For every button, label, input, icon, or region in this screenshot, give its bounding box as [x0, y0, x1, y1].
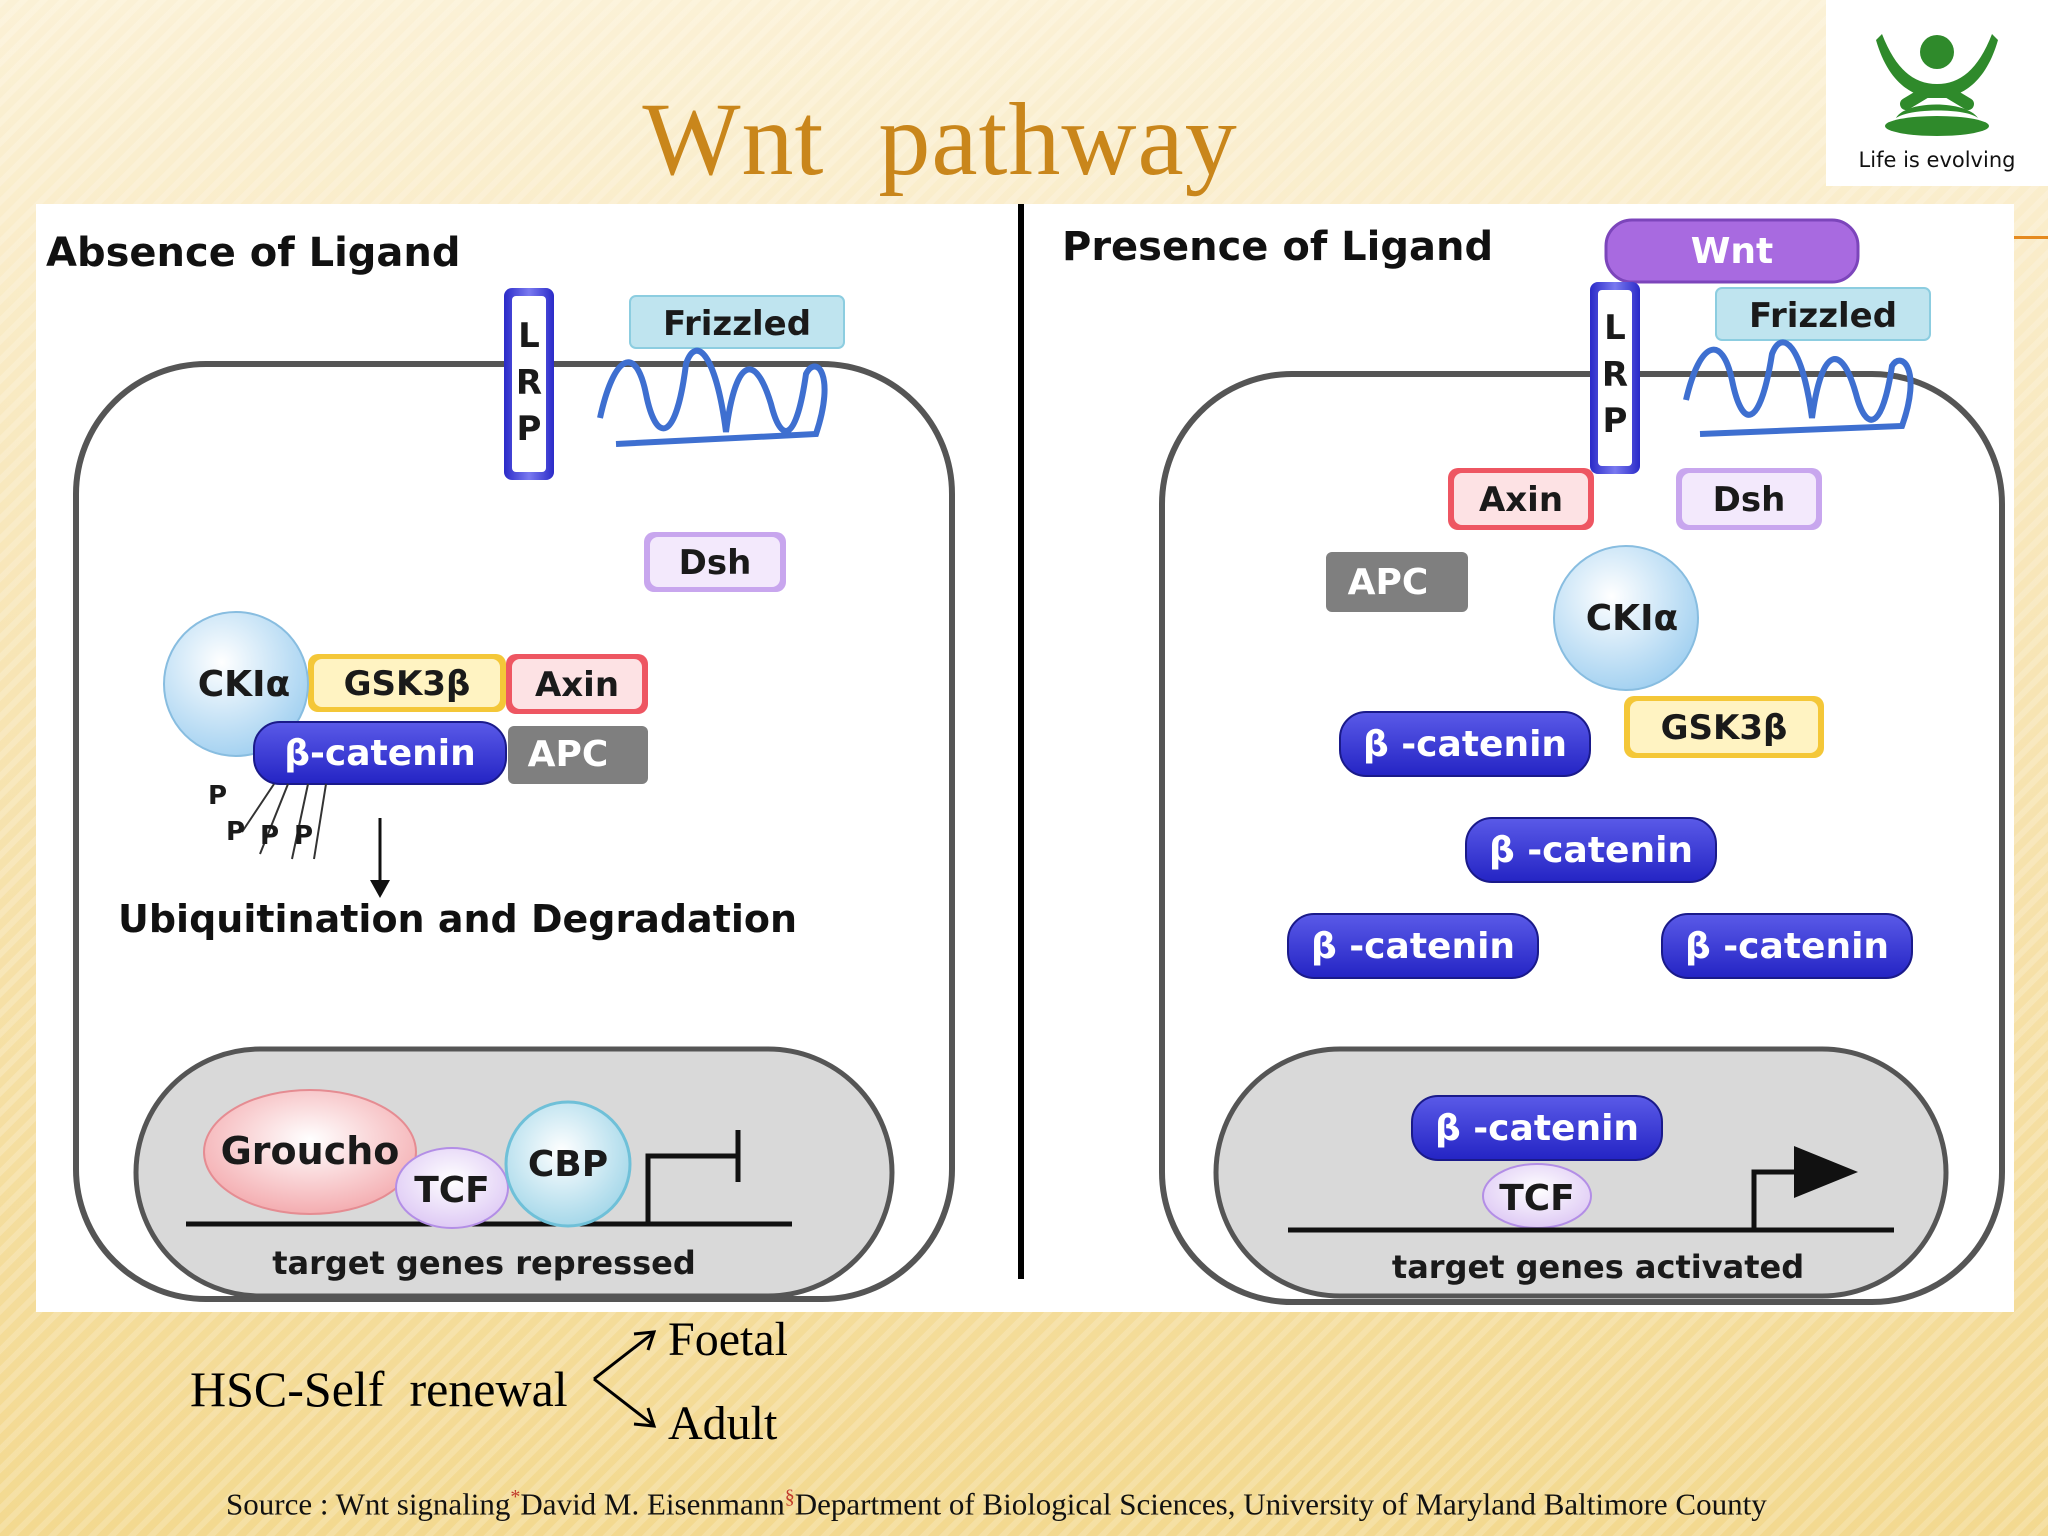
bcatenin-free-2	[1465, 817, 1717, 883]
left-apc-label: APC	[528, 734, 609, 775]
right-frizzled-label: Frizzled	[1749, 296, 1897, 336]
bcatenin-nuclear	[1411, 1095, 1663, 1161]
wnt-diagram: Absence of Ligand L R P Frizzled Dsh GSK…	[46, 204, 2005, 1305]
right-tcf-label: TCF	[1499, 1178, 1575, 1219]
right-cell-membrane	[1159, 371, 2005, 1305]
left-ck1-circle	[163, 611, 309, 757]
left-tcf-label: TCF	[414, 1170, 490, 1211]
bcatenin-free-3-label: β -catenin	[1311, 926, 1515, 967]
logo-tagline: Life is evolving	[1858, 148, 2016, 172]
left-apc-box	[508, 726, 648, 784]
source-mark-2: §	[784, 1486, 795, 1508]
left-bcatenin-label: β-catenin	[284, 733, 476, 774]
right-apc-box	[1326, 552, 1468, 612]
phosphate-3: P	[260, 821, 279, 851]
left-lrp-r: R	[516, 363, 542, 403]
wnt-ligand-label: Wnt	[1691, 231, 1774, 272]
slide-title: Wnt pathway	[642, 82, 1238, 197]
degradation-label: Ubiquitination and Degradation	[118, 897, 797, 941]
hsc-label: HSC-Self renewal	[190, 1361, 568, 1417]
right-gsk3b-label: GSK3β	[1661, 708, 1788, 748]
right-promoter	[1751, 1169, 1796, 1230]
cbp-label: CBP	[528, 1144, 608, 1185]
right-frizzled-helix	[1683, 339, 1914, 437]
left-axin-label: Axin	[535, 665, 619, 705]
bcatenin-free-4	[1661, 913, 1913, 979]
left-ck1-label: CKIα	[198, 664, 290, 705]
groucho-circle	[203, 1089, 417, 1215]
accent-line	[2014, 236, 2048, 239]
diagram-panel: Absence of Ligand L R P Frizzled Dsh GSK…	[36, 204, 2014, 1312]
wnt-ligand-box	[1604, 218, 1860, 284]
bcatenin-free-4-label: β -catenin	[1685, 926, 1889, 967]
left-dsh-label: Dsh	[679, 543, 752, 583]
right-lrp-p: P	[1603, 401, 1628, 441]
branch-foetal: Foetal	[668, 1313, 788, 1366]
left-lrp-p: P	[517, 409, 542, 449]
left-frizzled-label: Frizzled	[663, 304, 811, 344]
source-mark-1: *	[510, 1486, 521, 1508]
right-genes-label: target genes activated	[1392, 1248, 1804, 1286]
left-bcatenin-box	[253, 721, 507, 785]
right-frizzled-box	[1715, 287, 1931, 341]
right-nucleus	[1213, 1046, 1949, 1299]
phosphate-1: P	[208, 781, 227, 811]
right-dsh-label: Dsh	[1713, 480, 1786, 520]
left-heading: Absence of Ligand	[46, 230, 461, 276]
phosphate-2: P	[226, 817, 245, 847]
left-frizzled-box	[629, 295, 845, 349]
right-ck1-label: CKIα	[1586, 598, 1678, 639]
right-apc-label: APC	[1348, 562, 1429, 603]
right-ck1-circle	[1553, 545, 1699, 691]
right-heading: Presence of Ligand	[1062, 224, 1493, 270]
right-lrp-l: L	[1604, 308, 1626, 348]
bcatenin-nuclear-label: β -catenin	[1435, 1108, 1639, 1149]
meditation-figure-icon	[1876, 34, 1998, 136]
left-lrp-receptor: L R P	[504, 288, 554, 480]
phosphate-4: P	[294, 821, 313, 851]
right-lrp-r: R	[1602, 355, 1628, 395]
left-genes-label: target genes repressed	[272, 1244, 696, 1282]
activated-arrow-icon	[1794, 1146, 1858, 1198]
cbp-circle	[504, 1100, 632, 1228]
left-lrp-l: L	[518, 316, 540, 356]
right-axin-label: Axin	[1479, 480, 1563, 520]
bcatenin-free-1	[1339, 711, 1591, 777]
branch-adult: Adult	[668, 1397, 778, 1450]
left-tcf-circle	[395, 1147, 509, 1229]
source-part-c: Department of Biological Sciences, Unive…	[794, 1486, 1767, 1522]
source-part-b: David M. Eisenmann	[520, 1486, 785, 1522]
left-promoter	[645, 1153, 738, 1224]
source-part-a: Source : Wnt signaling	[226, 1486, 511, 1522]
bcatenin-free-2-label: β -catenin	[1489, 830, 1693, 871]
left-frizzled-helix	[597, 347, 828, 447]
left-gsk3b-label: GSK3β	[344, 664, 471, 704]
branch-arrows-icon	[593, 1330, 657, 1428]
logo: Life is evolving	[1826, 0, 2048, 186]
bcatenin-free-1-label: β -catenin	[1363, 724, 1567, 765]
source-citation: Source : Wnt signaling*David M. Eisenman…	[226, 1486, 1767, 1522]
right-lrp-receptor: L R P	[1590, 282, 1640, 474]
left-phosphate-groups: P P P P	[208, 781, 327, 860]
groucho-label: Groucho	[221, 1129, 400, 1173]
bcatenin-free-3	[1287, 913, 1539, 979]
